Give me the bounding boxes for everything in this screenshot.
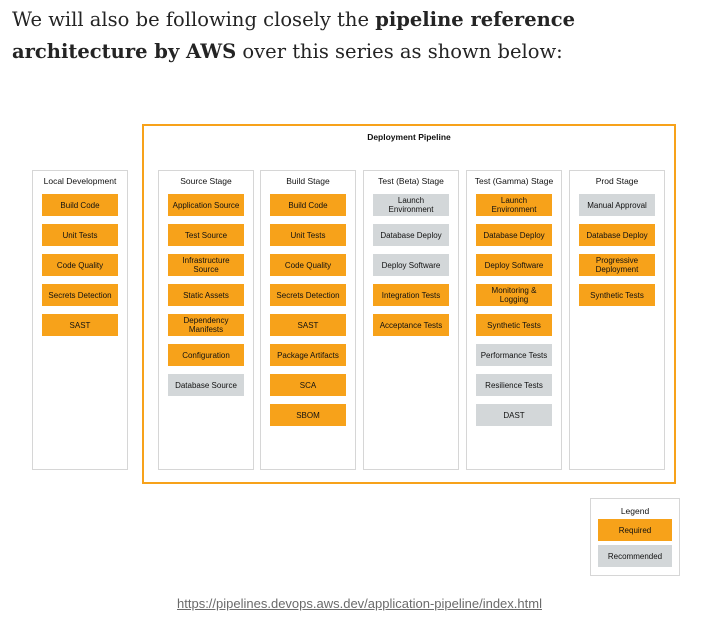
legend: Legend Required Recommended xyxy=(590,498,680,576)
step-box-required: Secrets Detection xyxy=(42,284,118,306)
step-box-required: Build Code xyxy=(42,194,118,216)
legend-recommended: Recommended xyxy=(598,545,672,567)
stage-title: Test (Gamma) Stage xyxy=(474,176,554,186)
legend-required: Required xyxy=(598,519,672,541)
step-box-required: Integration Tests xyxy=(373,284,449,306)
step-box-recommended: DAST xyxy=(476,404,552,426)
step-box-recommended: Resilience Tests xyxy=(476,374,552,396)
step-box-required: Configuration xyxy=(168,344,244,366)
step-box-recommended: Performance Tests xyxy=(476,344,552,366)
step-box-required: Secrets Detection xyxy=(270,284,346,306)
step-box-required: Acceptance Tests xyxy=(373,314,449,336)
step-box-required: Unit Tests xyxy=(42,224,118,246)
step-box-required: Test Source xyxy=(168,224,244,246)
step-box-recommended: Deploy Software xyxy=(373,254,449,276)
stage-title: Build Stage xyxy=(286,176,330,186)
step-box-required: SCA xyxy=(270,374,346,396)
pipeline-title: Deployment Pipeline xyxy=(367,132,451,142)
deployment-pipeline-box: Deployment Pipeline xyxy=(142,124,676,484)
step-box-required: Static Assets xyxy=(168,284,244,306)
step-box-required: Code Quality xyxy=(42,254,118,276)
step-box-required: Progressive Deployment xyxy=(579,254,655,276)
step-box-required: Unit Tests xyxy=(270,224,346,246)
intro-text-start: We will also be following closely the xyxy=(12,8,376,31)
step-box-required: Code Quality xyxy=(270,254,346,276)
step-box-recommended: Database Source xyxy=(168,374,244,396)
intro-text-end: over this series as shown below: xyxy=(236,40,563,63)
step-box-required: Package Artifacts xyxy=(270,344,346,366)
step-box-required: Launch Environment xyxy=(476,194,552,216)
stage-title: Source Stage xyxy=(180,176,232,186)
pipeline-diagram: Deployment Pipeline Local Development Bu… xyxy=(12,96,700,582)
step-box-required: Deploy Software xyxy=(476,254,552,276)
stage-title: Prod Stage xyxy=(595,176,639,186)
step-box-required: Build Code xyxy=(270,194,346,216)
legend-title: Legend xyxy=(620,506,650,516)
step-box-required: Infrastructure Source xyxy=(168,254,244,276)
intro-paragraph: We will also be following closely the pi… xyxy=(12,4,712,68)
stage-title: Test (Beta) Stage xyxy=(378,176,444,186)
step-box-recommended: Launch Environment xyxy=(373,194,449,216)
caption-link[interactable]: https://pipelines.devops.aws.dev/applica… xyxy=(177,596,542,611)
step-box-required: SAST xyxy=(42,314,118,336)
step-box-required: Synthetic Tests xyxy=(579,284,655,306)
step-box-required: Application Source xyxy=(168,194,244,216)
stage-title: Local Development xyxy=(43,176,117,186)
step-box-required: SBOM xyxy=(270,404,346,426)
step-box-required: Monitoring & Logging xyxy=(476,284,552,306)
step-box-required: SAST xyxy=(270,314,346,336)
step-box-required: Dependency Manifests xyxy=(168,314,244,336)
step-box-required: Database Deploy xyxy=(579,224,655,246)
step-box-required: Synthetic Tests xyxy=(476,314,552,336)
step-box-required: Database Deploy xyxy=(476,224,552,246)
image-caption: https://pipelines.devops.aws.dev/applica… xyxy=(0,596,719,611)
step-box-recommended: Database Deploy xyxy=(373,224,449,246)
intro-bold-text: pipeline reference architecture by AWS xyxy=(12,8,576,63)
step-box-recommended: Manual Approval xyxy=(579,194,655,216)
